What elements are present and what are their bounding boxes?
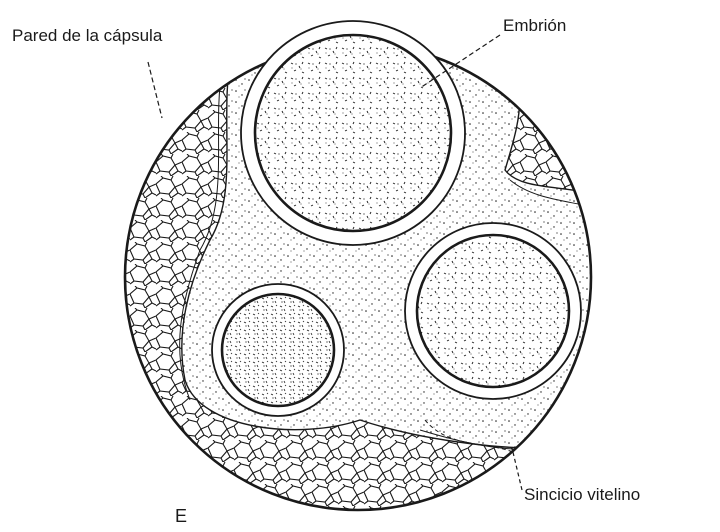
embryo-right xyxy=(405,223,581,399)
yolk-syncytium-label: Sincicio vitelino xyxy=(524,486,640,503)
embryo-bottom-left xyxy=(212,284,344,416)
embryo-label: Embrión xyxy=(503,17,566,34)
embryo-top xyxy=(241,21,465,245)
capsule-wall-leader xyxy=(148,62,162,118)
syncytium-leader xyxy=(512,448,522,490)
capsule-wall-label: Pared de la cápsula xyxy=(12,27,162,44)
panel-letter: E xyxy=(175,507,187,525)
